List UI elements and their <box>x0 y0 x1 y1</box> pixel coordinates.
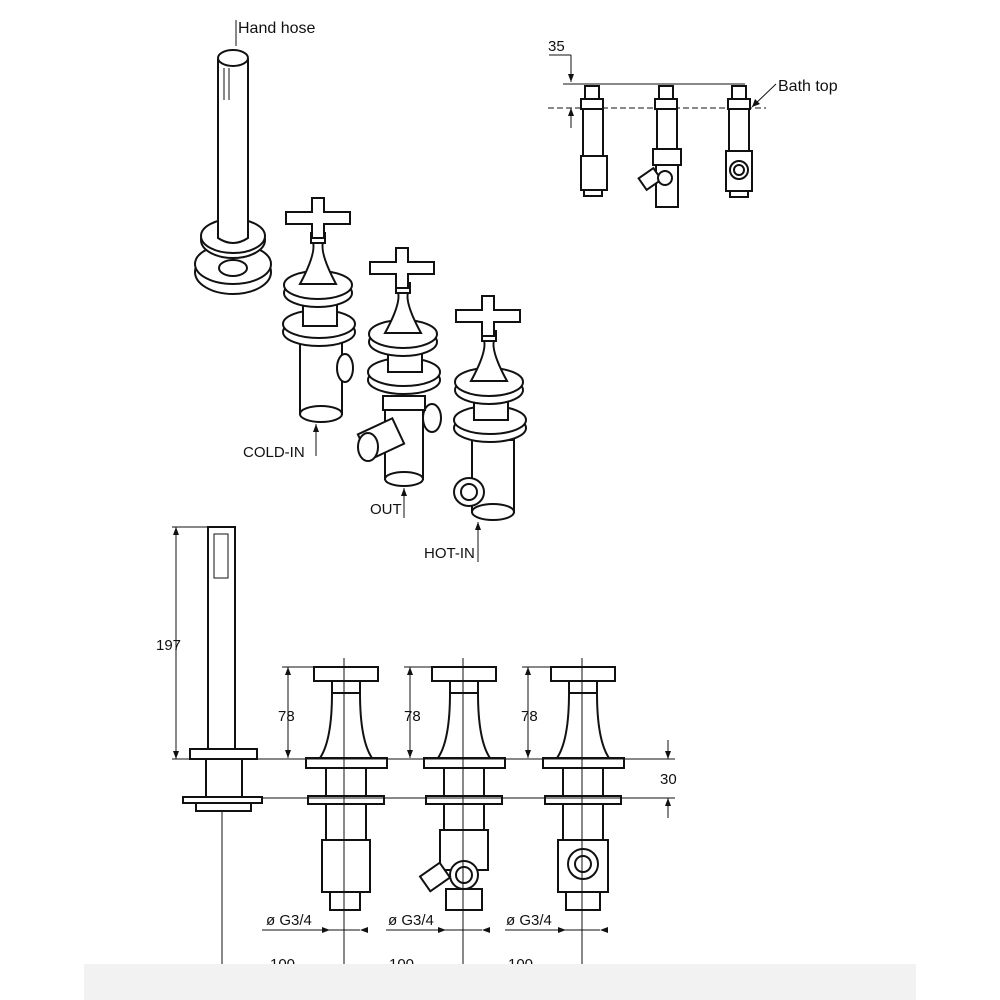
hot-valve-iso <box>453 295 527 521</box>
handle-height-dimension-3: 78 <box>521 708 538 725</box>
hand-hose-iso <box>194 49 272 295</box>
bath-top-label: Bath top <box>778 78 838 95</box>
thread-size-2: ø G3/4 <box>388 912 434 929</box>
cold-valve-iso <box>282 197 356 423</box>
handle-height-dimension-2: 78 <box>404 708 421 725</box>
hand-hose-label: Hand hose <box>238 20 315 37</box>
bottom-shadow-strip <box>84 964 916 1000</box>
thread-size-1: ø G3/4 <box>266 912 312 929</box>
cold-valve-front <box>305 658 388 980</box>
front-elevation: 197 <box>156 526 677 980</box>
cold-in-label: COLD-IN <box>243 444 305 461</box>
side-view: 35 Bath top <box>548 38 838 208</box>
out-valve-front <box>418 658 506 980</box>
flange-gap-dimension: 30 <box>660 771 677 788</box>
hand-hose-front <box>182 526 263 980</box>
deck-offset-dimension: 35 <box>548 38 565 55</box>
hot-valve-front <box>542 658 625 980</box>
hot-in-label: HOT-IN <box>424 545 475 562</box>
hose-height-dimension: 197 <box>156 637 181 654</box>
out-label: OUT <box>370 501 402 518</box>
out-valve-iso <box>356 247 442 487</box>
thread-size-3: ø G3/4 <box>506 912 552 929</box>
handle-height-dimension-1: 78 <box>278 708 295 725</box>
isometric-view: Hand hose COLD- <box>194 20 527 562</box>
